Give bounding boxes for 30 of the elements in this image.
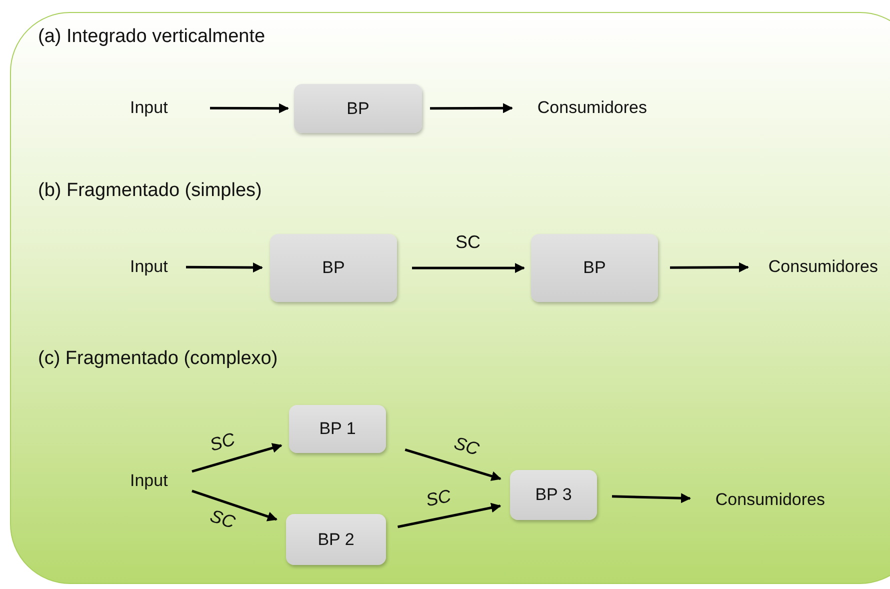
- edge-label: SC: [208, 428, 238, 456]
- arrow: [398, 502, 502, 528]
- section-heading: (b) Fragmentado (simples): [38, 180, 262, 202]
- flow-label: Input: [130, 466, 192, 495]
- edge-label: SC: [452, 432, 482, 460]
- process-box: BP: [270, 234, 397, 302]
- flow-label: Input: [130, 255, 186, 279]
- arrow: [430, 103, 513, 114]
- edge-label: SC: [456, 232, 481, 252]
- section-heading: (a) Integrado verticalmente: [38, 26, 266, 48]
- arrow: [210, 103, 289, 114]
- arrow: [192, 490, 278, 522]
- arrow: [670, 262, 749, 272]
- edge-label: SC: [207, 505, 238, 534]
- arrow: [412, 263, 525, 273]
- flow-label: Input: [130, 96, 210, 120]
- section-heading: (c) Fragmentado (complexo): [38, 348, 278, 370]
- process-box: BP: [294, 84, 422, 133]
- process-box: BP: [531, 234, 658, 302]
- arrow: [404, 448, 502, 481]
- edge-label: SC: [424, 486, 454, 512]
- process-box: BP 2: [286, 514, 386, 565]
- process-box: BP 1: [289, 405, 386, 453]
- arrow: [612, 493, 691, 504]
- flow-label: Consumidores: [512, 96, 647, 120]
- arrow: [186, 262, 263, 273]
- flow-label: Consumidores: [690, 488, 825, 512]
- arrow: [192, 443, 282, 473]
- flow-label: Consumidores: [748, 255, 878, 279]
- process-box: BP 3: [510, 470, 597, 520]
